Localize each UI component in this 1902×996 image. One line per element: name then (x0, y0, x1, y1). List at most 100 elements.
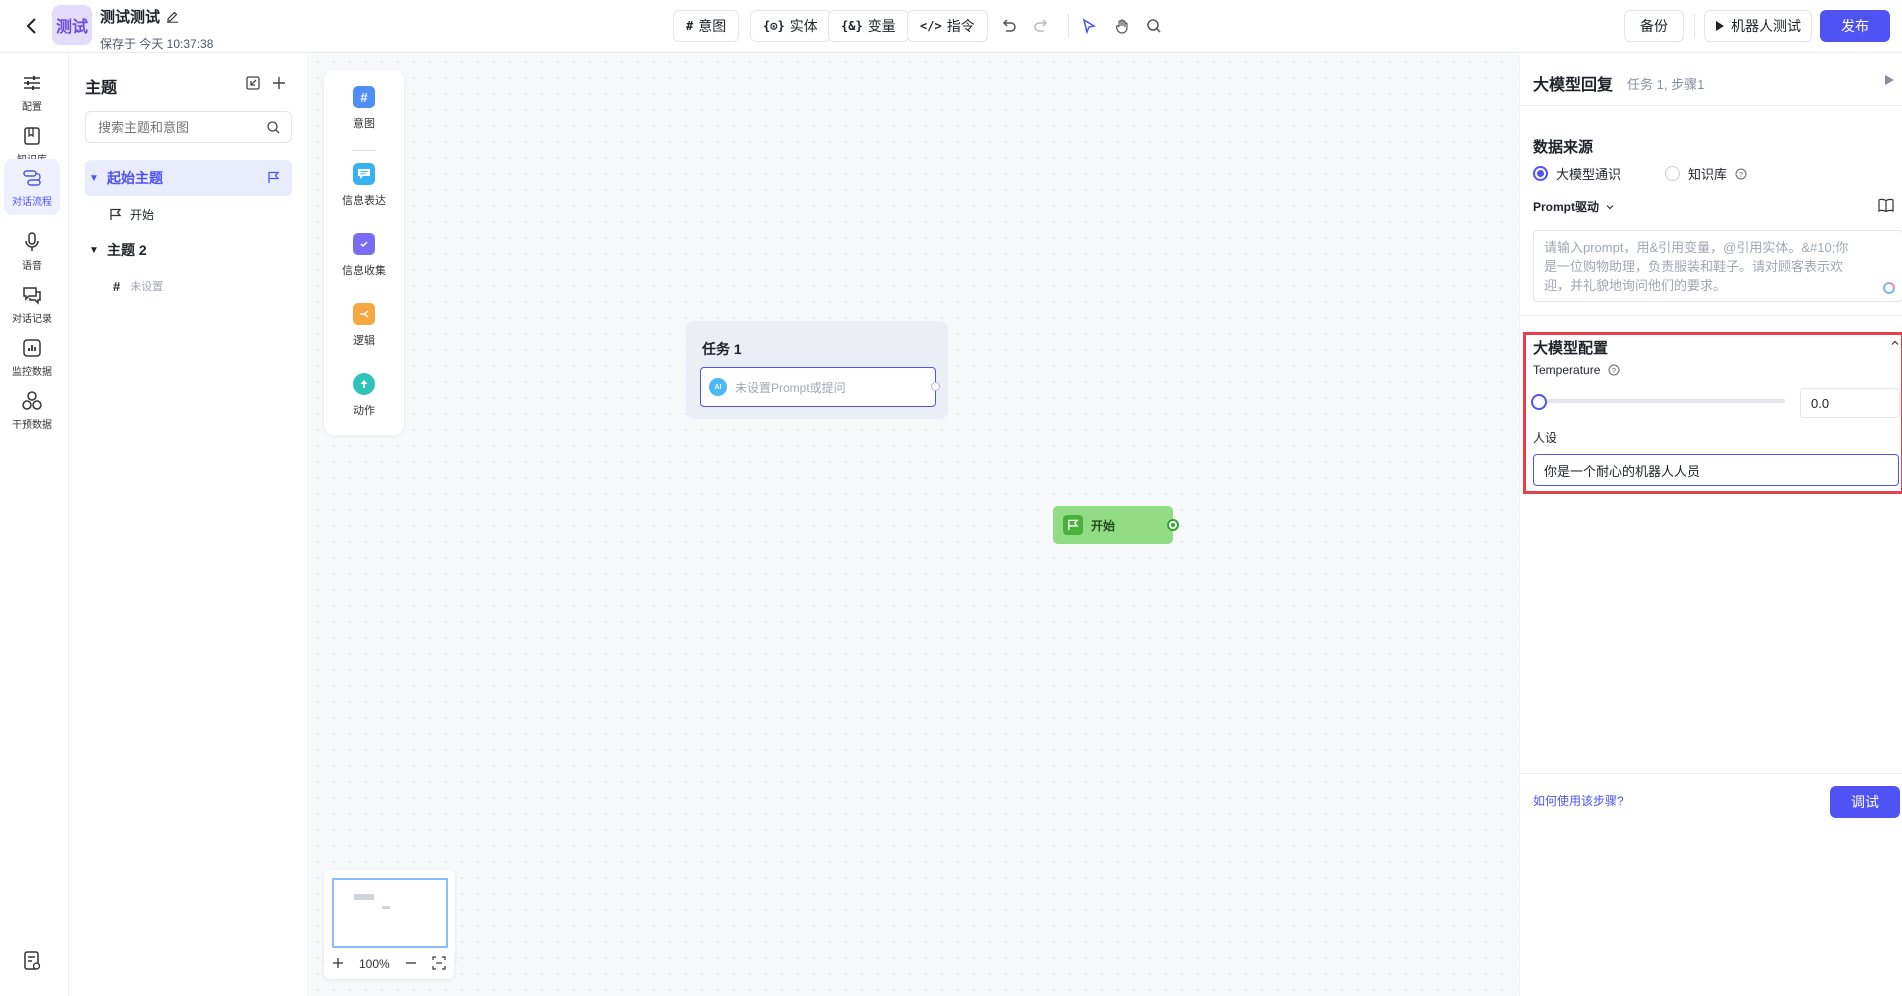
palette-item-action[interactable]: 动作 (324, 373, 404, 418)
undo-icon (1002, 19, 1016, 32)
ai-assist-icon[interactable] (1882, 281, 1896, 295)
zoom-out-button[interactable] (405, 957, 417, 972)
app-logo: 测试 (52, 5, 92, 45)
rail-item-voice[interactable]: 语音 (4, 223, 60, 279)
message-icon (353, 163, 375, 185)
palette-item-logic[interactable]: 逻辑 (324, 303, 404, 348)
chevron-down-icon (1606, 204, 1614, 209)
temperature-slider-track[interactable] (1538, 399, 1785, 403)
output-port[interactable] (1167, 519, 1179, 531)
robot-test-button[interactable]: 机器人测试 (1704, 10, 1812, 42)
output-port[interactable] (931, 382, 940, 391)
task-node[interactable]: 任务 1 AI 未设置Prompt或提问 (686, 321, 948, 419)
add-topic-button[interactable] (270, 74, 290, 94)
header-divider (1694, 14, 1695, 38)
topic-child-start[interactable]: 开始 (85, 196, 292, 232)
app-name[interactable]: 测试测试 (100, 6, 179, 27)
intent-tool-button[interactable]: # 意图 (673, 10, 740, 42)
back-button[interactable] (22, 15, 42, 37)
book-icon (24, 126, 40, 145)
command-tool-button[interactable]: </> 指令 (907, 10, 988, 42)
minimap-node (382, 906, 390, 909)
rail-item-dialog-flow[interactable]: 对话流程 (4, 159, 60, 215)
flow-canvas[interactable]: # 意图 信息表达 信息收集 逻辑 动作 (310, 54, 1518, 996)
topic-child-unset[interactable]: # 未设置 (85, 268, 292, 304)
node-palette: # 意图 信息表达 信息收集 逻辑 动作 (324, 70, 404, 435)
caret-down-icon[interactable]: ▼ (89, 172, 99, 184)
import-topic-button[interactable] (244, 74, 264, 94)
branch-icon (353, 303, 375, 325)
play-icon (1716, 21, 1724, 31)
entity-tool-button[interactable]: {⊙} 实体 (750, 10, 831, 42)
robot-test-label: 机器人测试 (1731, 18, 1801, 34)
topic-search-input[interactable] (86, 112, 256, 142)
minimap[interactable] (324, 870, 455, 964)
debug-button[interactable]: 调试 (1830, 786, 1900, 818)
minimap-node (354, 894, 374, 900)
redo-button[interactable] (1030, 15, 1052, 37)
palette-label: 信息表达 (342, 195, 386, 207)
circles-icon (22, 390, 42, 410)
palette-item-intent[interactable]: # 意图 (324, 86, 404, 131)
persona-label: 人设 (1533, 431, 1558, 445)
temperature-slider-thumb[interactable] (1531, 394, 1547, 410)
open-book-icon[interactable] (1877, 196, 1895, 214)
how-to-use-link[interactable]: 如何使用该步骤? (1533, 794, 1624, 808)
variable-tool-button[interactable]: {&} 变量 (828, 10, 909, 42)
zoom-controls: 100% (324, 949, 454, 979)
topic-item-start[interactable]: ▼ 起始主题 (85, 160, 292, 196)
radio-llm-general[interactable]: 大模型通识 (1533, 164, 1621, 183)
toolbar-divider (1068, 14, 1069, 38)
palette-item-collect[interactable]: 信息收集 (324, 233, 404, 278)
chevron-up-icon[interactable] (1890, 338, 1900, 348)
undo-button[interactable] (998, 15, 1020, 37)
task-node-title: 任务 1 (702, 341, 742, 357)
persona-input[interactable] (1533, 454, 1899, 486)
panel-footer-divider (1520, 773, 1902, 774)
topic-child-label: 开始 (130, 207, 155, 222)
rail-label-dialog-flow: 对话流程 (12, 196, 52, 208)
edit-icon[interactable] (166, 10, 179, 23)
publish-button[interactable]: 发布 (1820, 10, 1890, 42)
radio-knowledge-base[interactable]: 知识库 ? (1665, 164, 1747, 183)
temperature-input[interactable] (1800, 388, 1900, 418)
app-name-text: 测试测试 (100, 9, 161, 26)
help-icon[interactable]: ? (1608, 364, 1620, 376)
rail-item-intervention[interactable]: 干预数据 (4, 382, 60, 438)
fit-view-button[interactable] (432, 955, 446, 973)
task-step-placeholder: 未设置Prompt或提问 (735, 380, 846, 395)
topic-item-2[interactable]: ▼ 主题 2 (85, 232, 292, 268)
radio-label: 大模型通识 (1556, 167, 1622, 182)
select-tool-button[interactable] (1078, 15, 1100, 37)
start-node[interactable]: 开始 (1053, 506, 1179, 544)
rail-label-voice: 语音 (22, 260, 42, 272)
panel-header: 大模型回复 任务 1, 步骤1 (1520, 54, 1902, 106)
prompt-placeholder-line: 请输入prompt，用&引用变量，@引用实体。&#10;你 (1544, 240, 1849, 255)
prompt-textarea[interactable]: 请输入prompt，用&引用变量，@引用实体。&#10;你 是一位购物助理，负责… (1533, 230, 1902, 302)
play-icon[interactable] (1883, 74, 1895, 86)
minimap-viewport[interactable] (332, 878, 448, 948)
chart-icon (23, 338, 41, 357)
search-canvas-button[interactable] (1143, 15, 1165, 37)
zoom-in-button[interactable] (332, 957, 344, 972)
help-icon[interactable]: ? (1735, 168, 1747, 180)
topic-search-field[interactable] (85, 111, 292, 143)
rail-label-monitoring: 监控数据 (12, 366, 52, 378)
cursor-icon (1082, 18, 1097, 34)
backup-button[interactable]: 备份 (1624, 10, 1684, 42)
settings-shortcut-button[interactable] (20, 949, 44, 973)
palette-item-message[interactable]: 信息表达 (324, 163, 404, 208)
search-icon[interactable] (266, 120, 281, 135)
task-step-llm-reply[interactable]: AI 未设置Prompt或提问 (700, 367, 936, 407)
pan-tool-button[interactable] (1111, 15, 1133, 37)
rail-item-chat-records[interactable]: 对话记录 (4, 276, 60, 332)
start-node-label: 开始 (1091, 518, 1116, 533)
flow-icon (23, 169, 41, 186)
palette-label: 动作 (353, 405, 375, 417)
plus-icon (273, 77, 285, 89)
rail-item-monitoring[interactable]: 监控数据 (4, 329, 60, 385)
rail-item-config[interactable]: 配置 (4, 64, 60, 120)
data-source-title: 数据来源 (1533, 139, 1594, 156)
prompt-mode-dropdown[interactable]: Prompt驱动 (1533, 198, 1615, 215)
caret-down-icon[interactable]: ▼ (89, 244, 99, 256)
